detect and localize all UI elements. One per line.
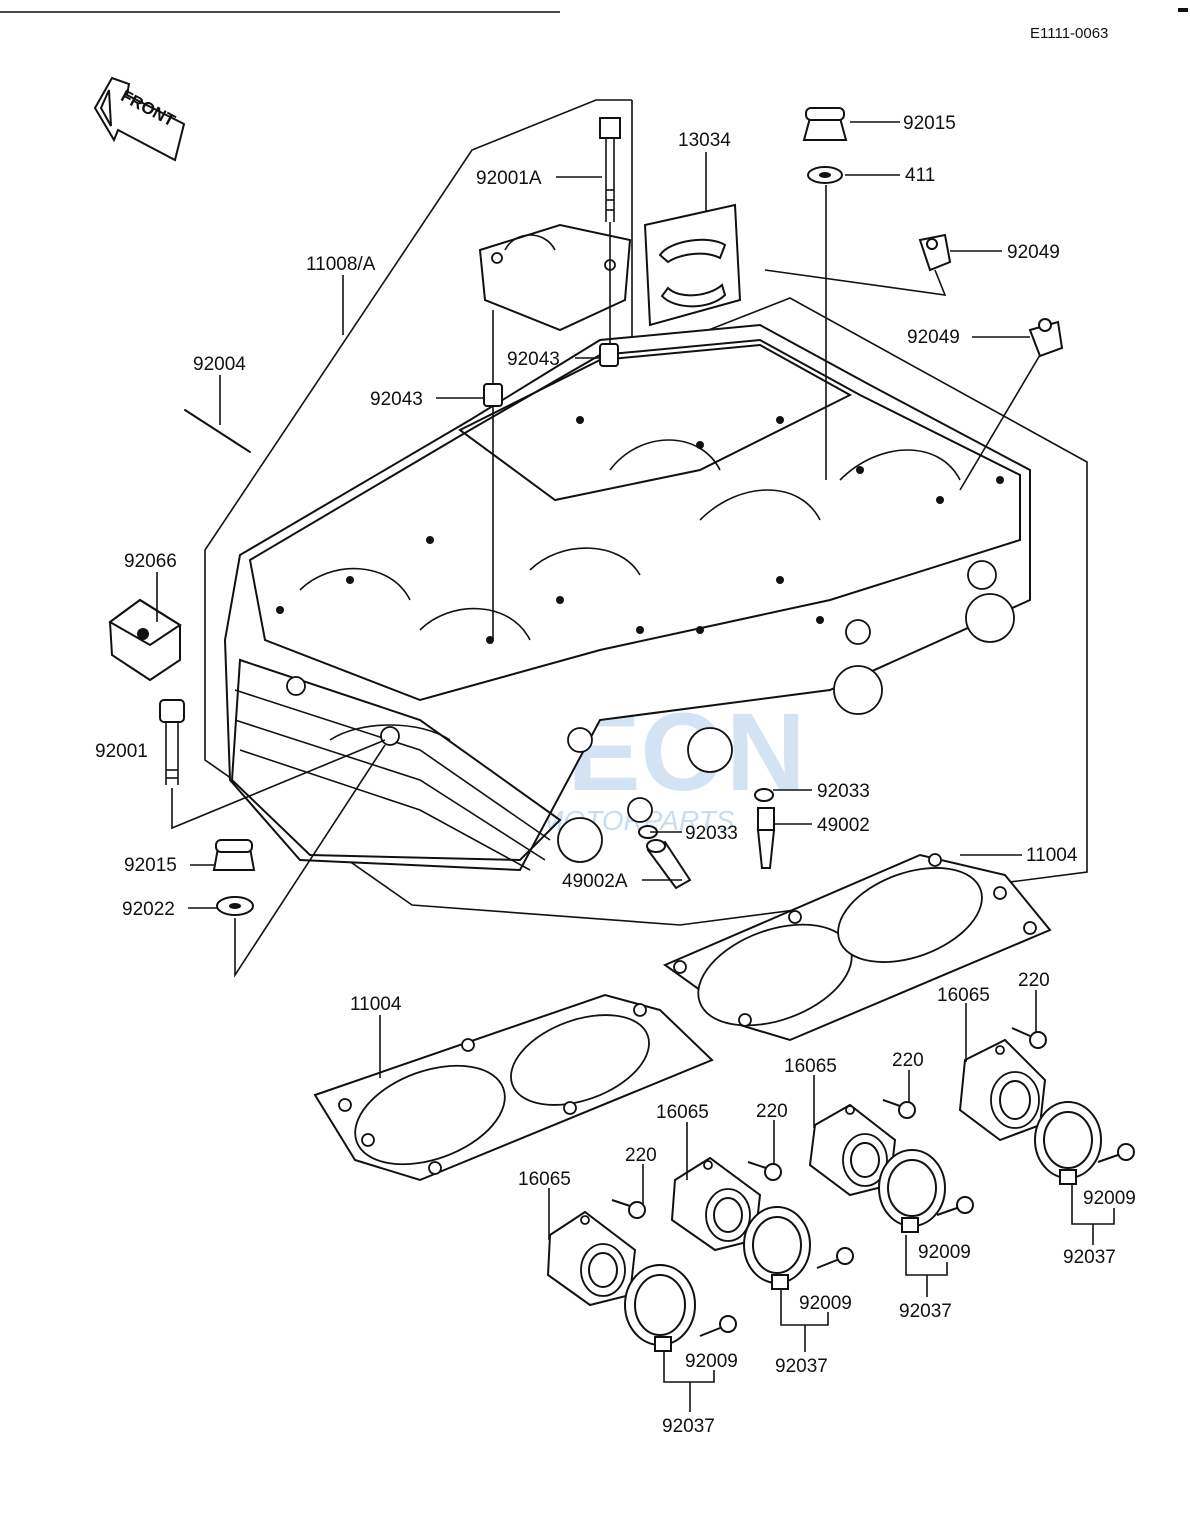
oring-92033-a-icon	[754, 788, 774, 802]
label-92001A: 92001A	[476, 168, 542, 189]
leader-92049-b	[959, 354, 1041, 491]
label-220-c: 220	[892, 1050, 924, 1071]
screw-220-b-icon	[747, 1161, 782, 1181]
camshaft-cap	[478, 223, 632, 332]
label-220-d: 220	[1018, 970, 1050, 991]
front-arrow-icon: FRONT	[93, 76, 186, 162]
leader-92049-a	[764, 269, 947, 296]
screw-92009-b-icon	[816, 1247, 854, 1269]
assembly-outline	[204, 99, 1088, 926]
label-92009-b: 92009	[799, 1293, 852, 1314]
label-11004-lower: 11004	[350, 994, 402, 1015]
label-11004-upper: 11004	[1026, 845, 1078, 866]
bearing-13034-icon	[658, 238, 727, 308]
fitting-49002-icon	[756, 807, 776, 869]
clamp-92037-d-icon	[1034, 1101, 1102, 1185]
label-92037-b: 92037	[775, 1356, 828, 1377]
label-92049-b: 92049	[907, 327, 960, 348]
label-92037-a: 92037	[662, 1416, 715, 1437]
label-13034: 13034	[678, 130, 731, 151]
cap-nut-92015-bottom-icon	[212, 839, 256, 871]
label-16065-a: 16065	[518, 1169, 571, 1190]
part-labels: 92001A 13034 92015 411 92049 92049 11008…	[95, 113, 1136, 1437]
label-92004: 92004	[193, 354, 246, 375]
holder-16065-c-icon	[808, 1103, 897, 1197]
label-92015-bottom: 92015	[124, 855, 177, 876]
leader-92001	[171, 739, 386, 830]
diagram-code: E1111-0063	[1030, 25, 1108, 42]
label-92043-b: 92043	[370, 389, 423, 410]
clamp-92037-c-icon	[878, 1149, 946, 1233]
corner-mark	[1178, 8, 1188, 12]
label-92009-d: 92009	[1083, 1188, 1136, 1209]
label-49002: 49002	[817, 815, 870, 836]
label-92001: 92001	[95, 741, 148, 762]
label-49002A: 49002A	[562, 871, 628, 892]
label-92043-a: 92043	[507, 349, 560, 370]
holder-16065-a-icon	[546, 1210, 637, 1307]
gasket-11004-lower-icon	[313, 993, 714, 1182]
holder-16065-d-icon	[958, 1038, 1047, 1142]
dowel-92043-b-icon	[483, 383, 503, 407]
gasket-11004-upper-icon	[662, 853, 1052, 1042]
screw-220-a-icon	[611, 1199, 646, 1219]
screw-92009-c-icon	[936, 1196, 974, 1216]
label-220-a: 220	[625, 1145, 657, 1166]
fitting-49002A-icon	[646, 839, 692, 890]
bolt-92001-icon	[159, 699, 185, 785]
label-16065-b: 16065	[656, 1102, 709, 1123]
label-92037-d: 92037	[1063, 1247, 1116, 1268]
label-220-b: 220	[756, 1101, 788, 1122]
bolt-92001A-icon	[599, 117, 621, 222]
holder-16065-b-icon	[670, 1156, 762, 1252]
clamp-92037-a-icon	[624, 1264, 696, 1352]
label-11008A: 11008/A	[306, 254, 376, 275]
label-411: 411	[905, 165, 935, 186]
label-92033-a: 92033	[817, 781, 870, 802]
plug-92049-b-icon	[1028, 318, 1064, 358]
label-16065-c: 16065	[784, 1056, 837, 1077]
label-92009-c: 92009	[918, 1242, 971, 1263]
cap-nut-92015-icon	[802, 107, 848, 141]
dowel-92043-a-icon	[599, 343, 619, 367]
block-92066-icon	[108, 598, 182, 682]
clamp-92037-b-icon	[743, 1206, 811, 1290]
screw-92009-a-icon	[699, 1315, 737, 1337]
label-92066: 92066	[124, 551, 177, 572]
plug-92049-a-icon	[918, 233, 952, 272]
cylinder-head	[223, 323, 1031, 872]
label-92037-c: 92037	[899, 1301, 952, 1322]
label-16065-d: 16065	[937, 985, 990, 1006]
stud-92004-icon	[184, 406, 251, 453]
label-92022: 92022	[122, 899, 175, 920]
label-92009-a: 92009	[685, 1351, 738, 1372]
screw-220-c-icon	[882, 1099, 916, 1119]
label-92049-a: 92049	[1007, 242, 1060, 263]
screw-92009-d-icon	[1097, 1143, 1135, 1163]
label-92015-top: 92015	[903, 113, 956, 134]
leader-lines	[156, 121, 1115, 1412]
screw-220-d-icon	[1011, 1027, 1047, 1049]
label-92033-b: 92033	[685, 823, 738, 844]
leader-92022	[234, 744, 386, 978]
